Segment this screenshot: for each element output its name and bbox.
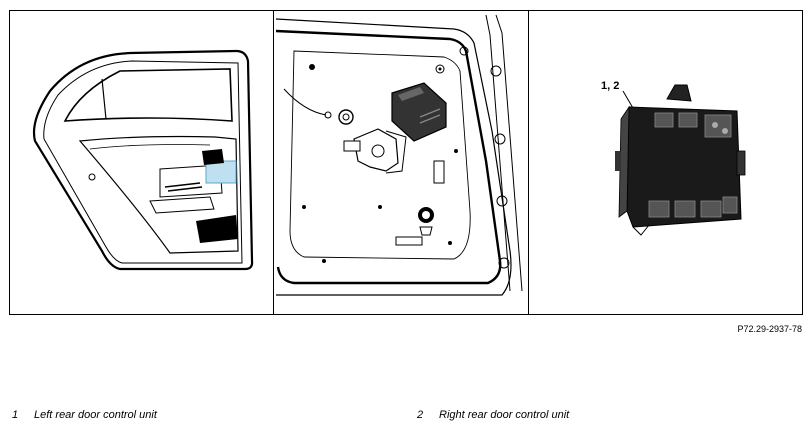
control-unit-drawing: 1, 2 <box>601 80 746 236</box>
legend-number: 1 <box>12 409 19 421</box>
divider-2 <box>528 11 529 314</box>
door-inner-drawing <box>275 14 523 296</box>
panel-door-exterior <box>10 11 272 314</box>
legend-number: 2 <box>417 409 424 421</box>
door-exterior-drawing <box>32 49 254 271</box>
callout-label: 1, 2 <box>601 80 619 92</box>
legend-text: Left rear door control unit <box>34 409 157 421</box>
legend-item-2: 2 Right rear door control unit <box>417 409 569 421</box>
figure-reference-code: P72.29-2937-78 <box>737 324 802 334</box>
legend-text: Right rear door control unit <box>439 409 570 421</box>
figure-frame: 1, 2 <box>9 10 803 315</box>
legend-item-1: 1 Left rear door control unit <box>12 409 157 421</box>
panel-door-inner <box>274 11 528 314</box>
divider-1 <box>273 11 274 314</box>
panel-control-unit: 1, 2 <box>529 11 802 314</box>
